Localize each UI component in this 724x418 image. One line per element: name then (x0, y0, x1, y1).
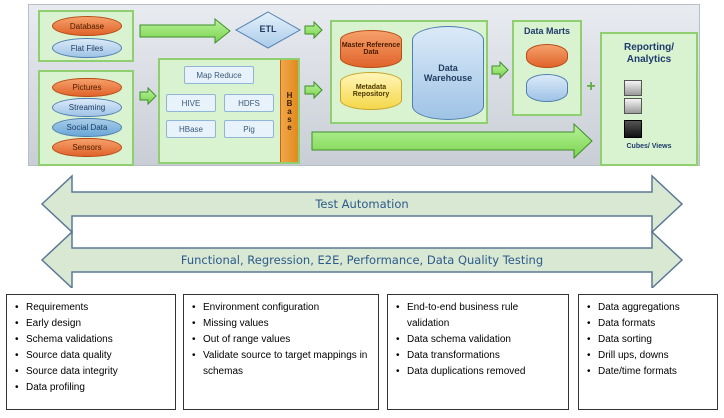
pig-label: Pig (243, 124, 255, 134)
cube-icon-light-1 (624, 80, 642, 96)
hbase-vertical-label: HBase (285, 91, 294, 131)
arrow-hadoop-to-warehouse (304, 80, 323, 100)
data-mart-cylinder-1 (526, 44, 568, 68)
list-item: Environment configuration (190, 300, 372, 316)
social-data-label: Social Data (66, 123, 108, 132)
testing-types-arrow (40, 230, 684, 288)
test-automation-arrow (40, 174, 684, 234)
checklist-1: Requirements Early design Schema validat… (13, 300, 169, 396)
streaming-cylinder: Streaming (52, 98, 122, 117)
warehouse-box: Master Reference Data Metadata Repositor… (330, 20, 488, 124)
hbase-vertical-bar: HBase (280, 60, 298, 162)
social-data-cylinder: Social Data (52, 118, 122, 137)
list-item: Early design (13, 316, 169, 332)
arrow-to-hadoop (139, 86, 157, 106)
checklist-4: Data aggregations Data formats Data sort… (585, 300, 711, 380)
checklist-3: End-to-end business rule validation Data… (394, 300, 562, 380)
arrow-to-etl (139, 17, 231, 45)
list-item: Data sorting (585, 332, 711, 348)
list-item: Drill ups, downs (585, 348, 711, 364)
list-item: Date/time formats (585, 364, 711, 380)
sensors-cylinder: Sensors (52, 138, 122, 157)
etl-diamond (234, 11, 302, 49)
list-item: Data formats (585, 316, 711, 332)
cube-icon-light-2 (624, 98, 642, 114)
metadata-repository-cylinder: Metadata Repository (340, 72, 402, 110)
checklist-column-1: Requirements Early design Schema validat… (6, 294, 176, 410)
list-item: Data schema validation (394, 332, 562, 348)
checklist-column-3: End-to-end business rule validation Data… (387, 294, 569, 410)
structured-sources-box: Database Flat Files (38, 10, 134, 62)
data-mart-cylinder-2 (526, 74, 568, 102)
list-item: Out of range values (190, 332, 372, 348)
data-warehouse-cylinder: Data Warehouse (412, 26, 484, 120)
hive-box: HIVE (166, 94, 216, 112)
data-marts-title: Data Marts (523, 26, 570, 36)
testing-types-label: Functional, Regression, E2E, Performance… (180, 253, 544, 267)
data-marts-box: Data Marts (512, 20, 582, 116)
list-item: Validate source to target mappings in sc… (190, 348, 372, 380)
checklist-column-2: Environment configuration Missing values… (183, 294, 379, 410)
list-item: Data duplications removed (394, 364, 562, 380)
hive-label: HIVE (181, 98, 201, 108)
test-automation-label: Test Automation (315, 197, 409, 211)
list-item: Requirements (13, 300, 169, 316)
pipeline-arrows-layer (139, 11, 593, 160)
master-reference-cylinder: Master Reference Data (340, 30, 402, 68)
list-item: Source data integrity (13, 364, 169, 380)
database-label: Database (69, 21, 105, 31)
arrow-to-reporting (311, 122, 593, 160)
metadata-repository-label: Metadata Repository (352, 84, 390, 98)
sensors-label: Sensors (72, 143, 102, 152)
pig-box: Pig (224, 120, 274, 138)
etl-label: ETL (259, 24, 277, 34)
plus-sign: + (586, 78, 596, 95)
streaming-label: Streaming (68, 103, 106, 112)
map-reduce-box: Map Reduce (184, 66, 254, 84)
hdfs-label: HDFS (238, 98, 260, 108)
map-reduce-label: Map Reduce (196, 70, 242, 80)
checklist-2: Environment configuration Missing values… (190, 300, 372, 380)
reporting-title: Reporting/ Analytics (624, 42, 674, 65)
hbase-box: HBase (166, 120, 216, 138)
cube-icon-dark (624, 120, 642, 138)
cubes-views-label: Cubes/ Views (626, 143, 672, 150)
pictures-cylinder: Pictures (52, 78, 122, 97)
master-reference-label: Master Reference Data (341, 42, 401, 56)
pictures-label: Pictures (72, 83, 102, 92)
flat-files-label: Flat Files (70, 43, 104, 53)
list-item: Source data quality (13, 348, 169, 364)
arrow-warehouse-to-marts (491, 60, 509, 80)
list-item: Data profiling (13, 380, 169, 396)
checklist-column-4: Data aggregations Data formats Data sort… (578, 294, 718, 410)
list-item: Data transformations (394, 348, 562, 364)
reporting-box: Reporting/ Analytics Cubes/ Views (600, 32, 698, 166)
hbase-label: HBase (178, 124, 203, 134)
double-arrows-layer (40, 174, 684, 288)
list-item: Missing values (190, 316, 372, 332)
flat-files-cylinder: Flat Files (52, 38, 122, 58)
list-item: Schema validations (13, 332, 169, 348)
list-item: End-to-end business rule validation (394, 300, 562, 332)
hadoop-box: Map Reduce HIVE HDFS HBase Pig HBase (158, 58, 300, 164)
database-cylinder: Database (52, 16, 122, 36)
data-warehouse-label: Data Warehouse (423, 63, 473, 83)
unstructured-sources-box: Pictures Streaming Social Data Sensors (38, 70, 134, 166)
list-item: Data aggregations (585, 300, 711, 316)
hdfs-box: HDFS (224, 94, 274, 112)
arrow-etl-to-warehouse (304, 20, 323, 40)
